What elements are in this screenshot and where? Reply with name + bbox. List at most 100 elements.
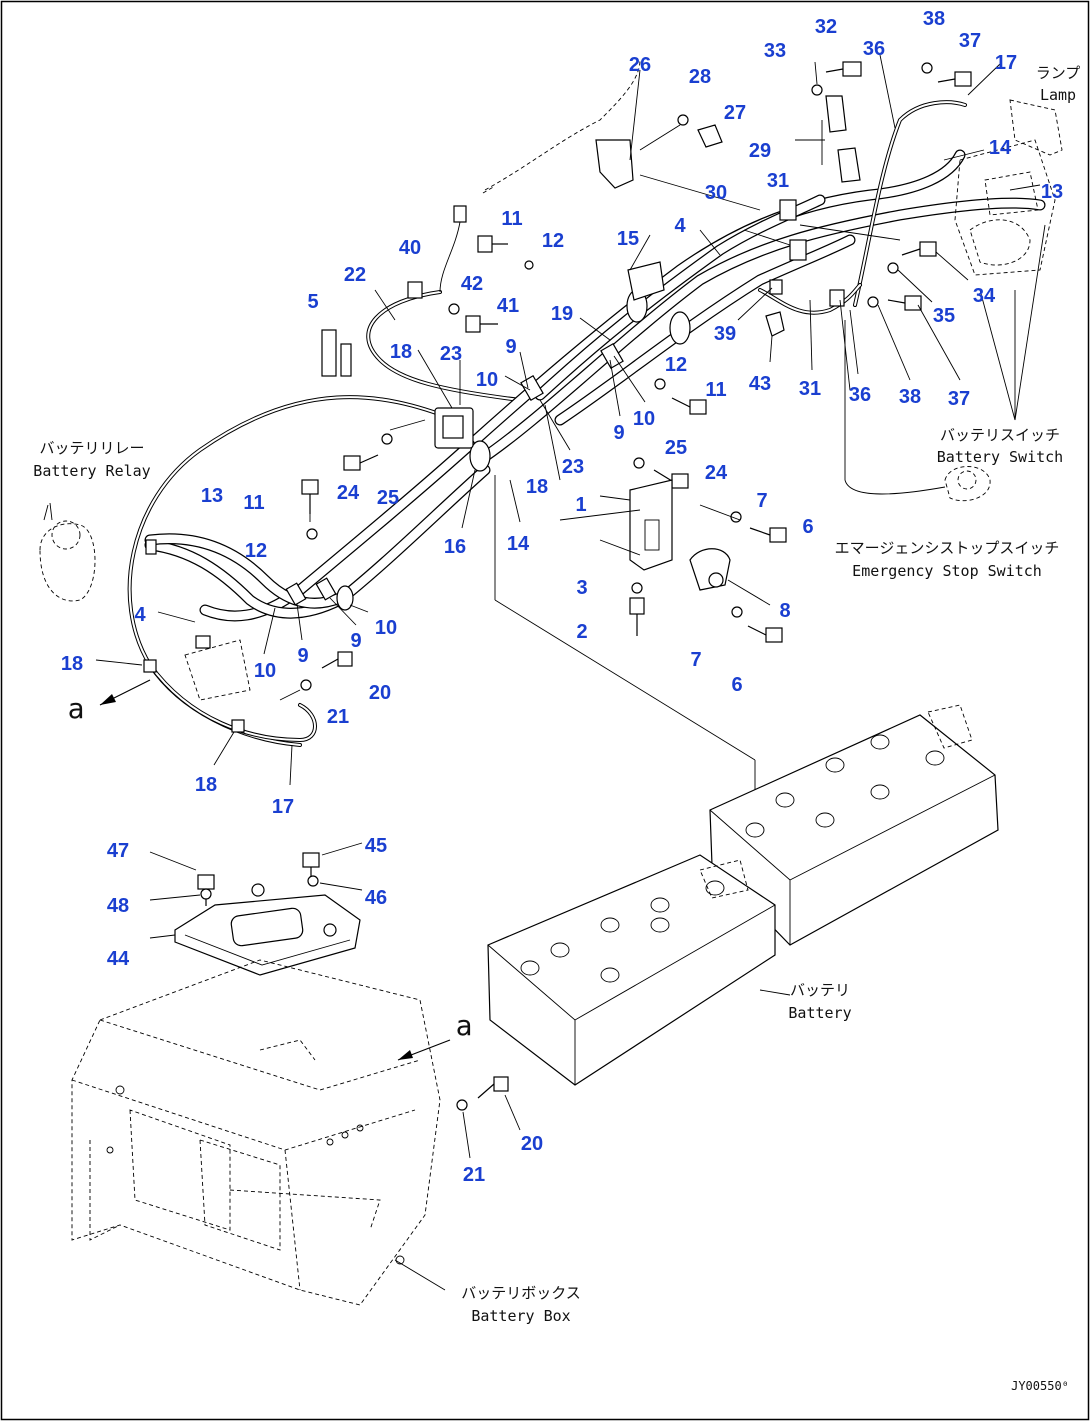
emergency-stop-switch-label-jp: エマージェンシストップスイッチ bbox=[835, 539, 1060, 557]
callout-1: 1 bbox=[575, 494, 586, 516]
battery-box-label-en: Battery Box bbox=[471, 1307, 570, 1325]
callout-34: 34 bbox=[973, 285, 996, 307]
callout-17: 17 bbox=[272, 796, 294, 818]
callout-19: 19 bbox=[551, 303, 573, 325]
callout-9: 9 bbox=[505, 336, 516, 358]
callout-47: 47 bbox=[107, 840, 129, 862]
callout-26: 26 bbox=[629, 54, 651, 76]
view-arrows bbox=[99, 679, 451, 1061]
callout-20: 20 bbox=[521, 1133, 543, 1155]
callout-8: 8 bbox=[779, 600, 790, 622]
callout-24: 24 bbox=[705, 462, 728, 484]
callout-9: 9 bbox=[613, 422, 624, 444]
callout-44: 44 bbox=[107, 948, 130, 970]
callout-10: 10 bbox=[375, 617, 397, 639]
callout-38: 38 bbox=[923, 8, 945, 30]
callout-37: 37 bbox=[959, 30, 981, 52]
callout-11: 11 bbox=[243, 492, 264, 514]
callout-40: 40 bbox=[399, 237, 421, 259]
callout-25: 25 bbox=[377, 487, 399, 509]
callout-39: 39 bbox=[714, 323, 736, 345]
callout-6: 6 bbox=[731, 674, 742, 696]
callout-10: 10 bbox=[254, 660, 276, 682]
callout-33: 33 bbox=[764, 40, 786, 62]
callout-30: 30 bbox=[705, 182, 727, 204]
battery-relay-label-en: Battery Relay bbox=[33, 462, 150, 480]
cover-plate bbox=[149, 883, 361, 976]
lamp-label-en: Lamp bbox=[1040, 86, 1076, 104]
callout-28: 28 bbox=[689, 66, 711, 88]
battery-switch-outline bbox=[954, 99, 1063, 276]
callout-41: 41 bbox=[497, 295, 519, 317]
callout-11: 11 bbox=[501, 208, 522, 230]
callout-23: 23 bbox=[440, 343, 462, 365]
callout-21: 21 bbox=[463, 1164, 485, 1186]
callout-12: 12 bbox=[542, 230, 564, 252]
view-mark-a-left: a bbox=[68, 692, 85, 725]
cable-harness bbox=[127, 100, 1046, 747]
callout-13: 13 bbox=[1041, 181, 1063, 203]
callout-18: 18 bbox=[195, 774, 217, 796]
battery-switch-label-jp: バッテリスイッチ bbox=[940, 426, 1060, 444]
callout-23: 23 bbox=[562, 456, 584, 478]
callout-25: 25 bbox=[665, 437, 687, 459]
emergency-stop-switch-label-en: Emergency Stop Switch bbox=[852, 562, 1042, 580]
callout-14: 14 bbox=[989, 137, 1012, 159]
callout-31: 31 bbox=[767, 170, 789, 192]
callout-6: 6 bbox=[802, 516, 813, 538]
lamp-label-jp: ランプ bbox=[1036, 64, 1081, 82]
callout-22: 22 bbox=[344, 264, 366, 286]
callout-45: 45 bbox=[365, 835, 387, 857]
callout-10: 10 bbox=[633, 408, 655, 430]
callout-7: 7 bbox=[756, 490, 767, 512]
callout-11: 11 bbox=[705, 379, 726, 401]
callout-48: 48 bbox=[107, 895, 129, 917]
battery-box bbox=[71, 959, 446, 1306]
callout-36: 36 bbox=[849, 384, 871, 406]
battery-switch-label-en: Battery Switch bbox=[937, 448, 1063, 466]
callout-13: 13 bbox=[201, 485, 223, 507]
callout-17: 17 bbox=[995, 52, 1017, 74]
callout-18: 18 bbox=[390, 341, 412, 363]
leader-lines bbox=[279, 59, 1046, 820]
callout-42: 42 bbox=[461, 273, 483, 295]
callout-37: 37 bbox=[948, 388, 970, 410]
callout-38: 38 bbox=[899, 386, 921, 408]
callout-29: 29 bbox=[749, 140, 771, 162]
callout-16: 16 bbox=[444, 536, 466, 558]
emergency-stop-switch-outline bbox=[944, 466, 991, 502]
callout-35: 35 bbox=[933, 305, 955, 327]
battery-label-jp: バッテリ bbox=[790, 981, 850, 999]
callout-31: 31 bbox=[799, 378, 821, 400]
callout-4: 4 bbox=[674, 215, 686, 237]
callout-4: 4 bbox=[134, 604, 146, 626]
callout-5: 5 bbox=[307, 291, 318, 313]
callout-24: 24 bbox=[337, 482, 360, 504]
callout-43: 43 bbox=[749, 373, 771, 395]
callout-46: 46 bbox=[365, 887, 387, 909]
callout-7: 7 bbox=[690, 649, 701, 671]
callout-12: 12 bbox=[245, 540, 267, 562]
component-labels: ランプ Lamp バッテリリレー Battery Relay バッテリスイッチ … bbox=[33, 64, 1080, 1393]
callout-18: 18 bbox=[526, 476, 548, 498]
battery-box-label-jp: バッテリボックス bbox=[461, 1284, 581, 1302]
battery-label-en: Battery bbox=[788, 1004, 851, 1022]
callout-36: 36 bbox=[863, 38, 885, 60]
hardware-parts bbox=[143, 61, 972, 1111]
callout-27: 27 bbox=[724, 102, 746, 124]
callout-15: 15 bbox=[617, 228, 639, 250]
callout-12: 12 bbox=[665, 354, 687, 376]
callout-20: 20 bbox=[369, 682, 391, 704]
callout-2: 2 bbox=[576, 621, 587, 643]
callout-14: 14 bbox=[507, 533, 530, 555]
callout-21: 21 bbox=[327, 706, 349, 728]
battery-relay-label-jp: バッテリリレー bbox=[39, 439, 144, 457]
callout-3: 3 bbox=[576, 577, 587, 599]
callout-9: 9 bbox=[350, 630, 361, 652]
drawing-code: JY00550⁰ bbox=[1011, 1379, 1069, 1393]
callout-18: 18 bbox=[61, 653, 83, 675]
